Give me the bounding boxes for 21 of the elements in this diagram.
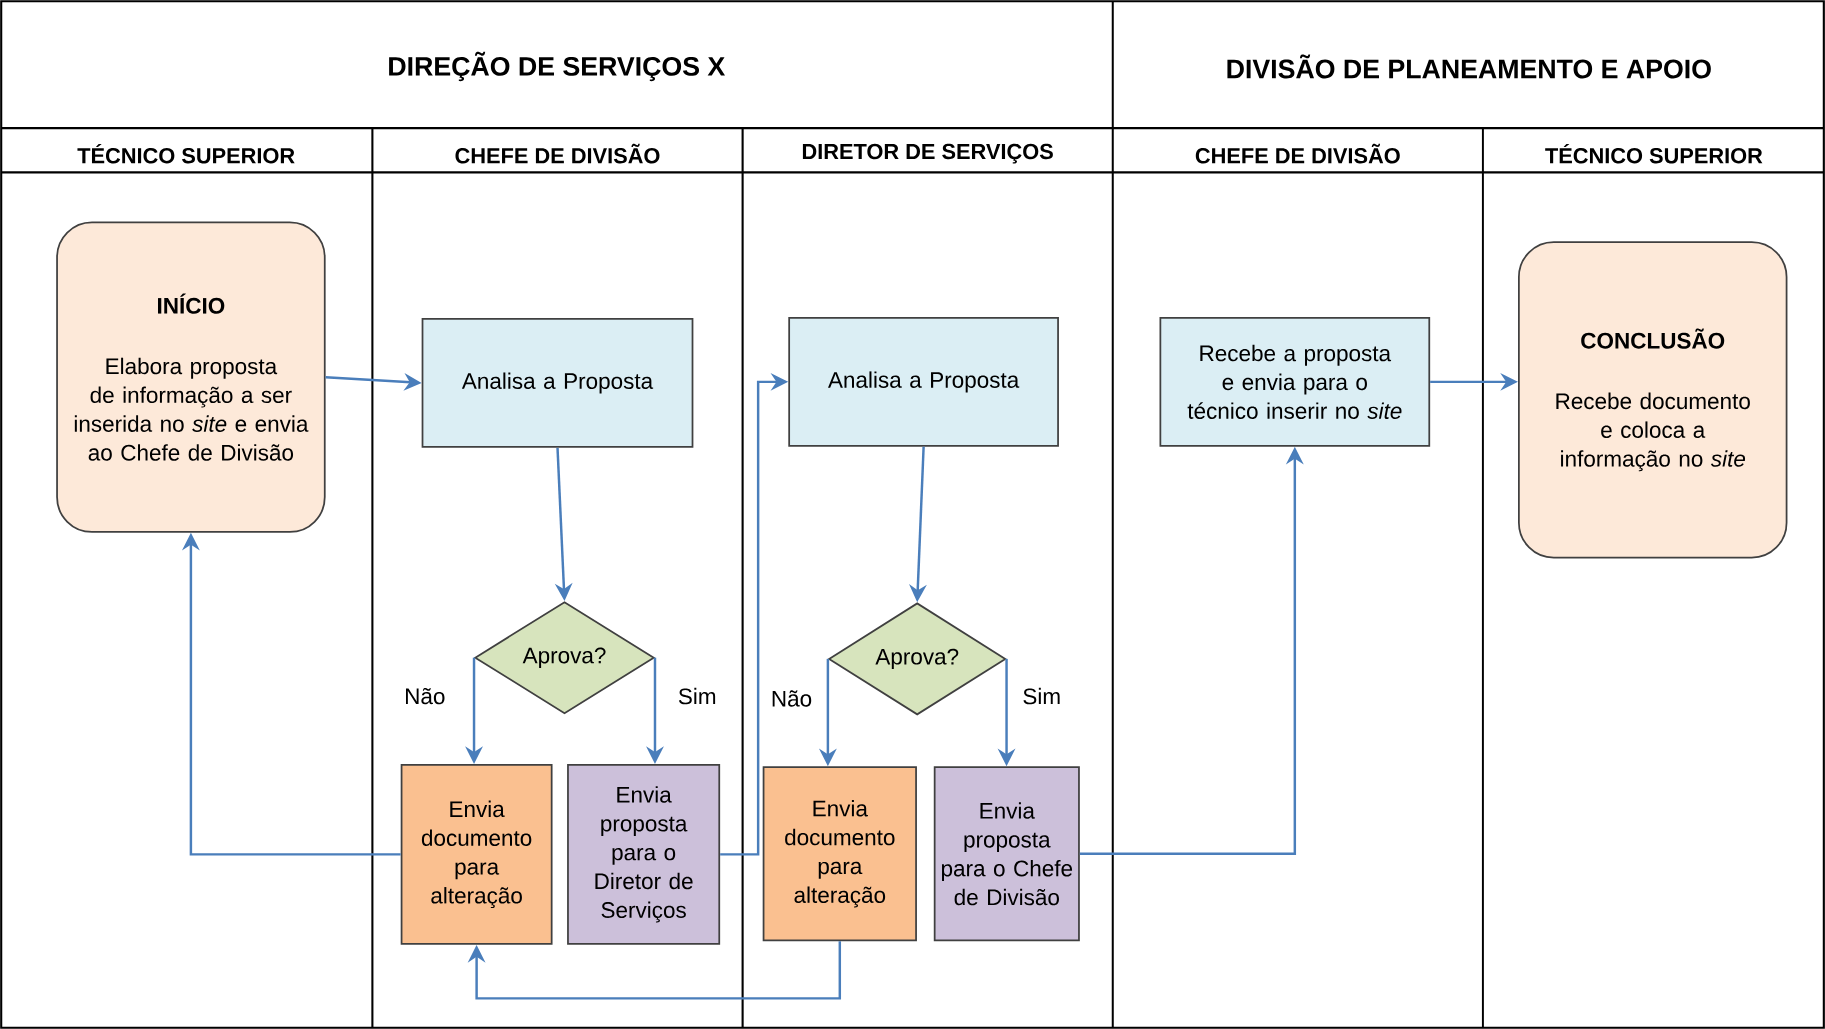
terminal-box: INÍCIO Elabora proposta de informação a ser inserida no site e envia ao Chefe de Divisão [56, 221, 326, 533]
edge-label: Não [400, 684, 449, 708]
edge-label: Sim [1018, 684, 1065, 708]
edge-label: Sim [674, 684, 721, 708]
lane-header: TÉCNICO SUPERIOR [77, 143, 295, 164]
process-box: Analisa a Proposta [421, 318, 694, 448]
terminal-box: CONCLUSÃO Recebe documento e coloca a informação no site [1518, 241, 1788, 559]
lane-header: TÉCNICO SUPERIOR [1545, 143, 1763, 164]
section-header: DIVISÃO DE PLANEAMENTO E APOIO [1227, 54, 1711, 79]
section-header: DIREÇÃO DE SERVIÇOS X [389, 51, 725, 82]
process-box: Envia proposta para o Chefe de Divisão [933, 766, 1080, 942]
process-box: Analisa a Proposta [788, 317, 1059, 447]
lane-header: DIRETOR DE SERVIÇOS [802, 143, 1053, 164]
lane-header: CHEFE DE DIVISÃO [1195, 143, 1400, 164]
process-box: Envia documento para alteração [762, 766, 917, 942]
process-box: Envia proposta para o Diretor de Serviços [567, 763, 721, 945]
lane-header: CHEFE DE DIVISÃO [455, 143, 660, 164]
edge-label: Não [767, 686, 816, 711]
arrow [467, 941, 842, 1000]
process-box: Envia documento para alteração [400, 763, 553, 945]
process-box: Recebe a proposta e envia para o técnico inserir no site [1159, 317, 1431, 447]
